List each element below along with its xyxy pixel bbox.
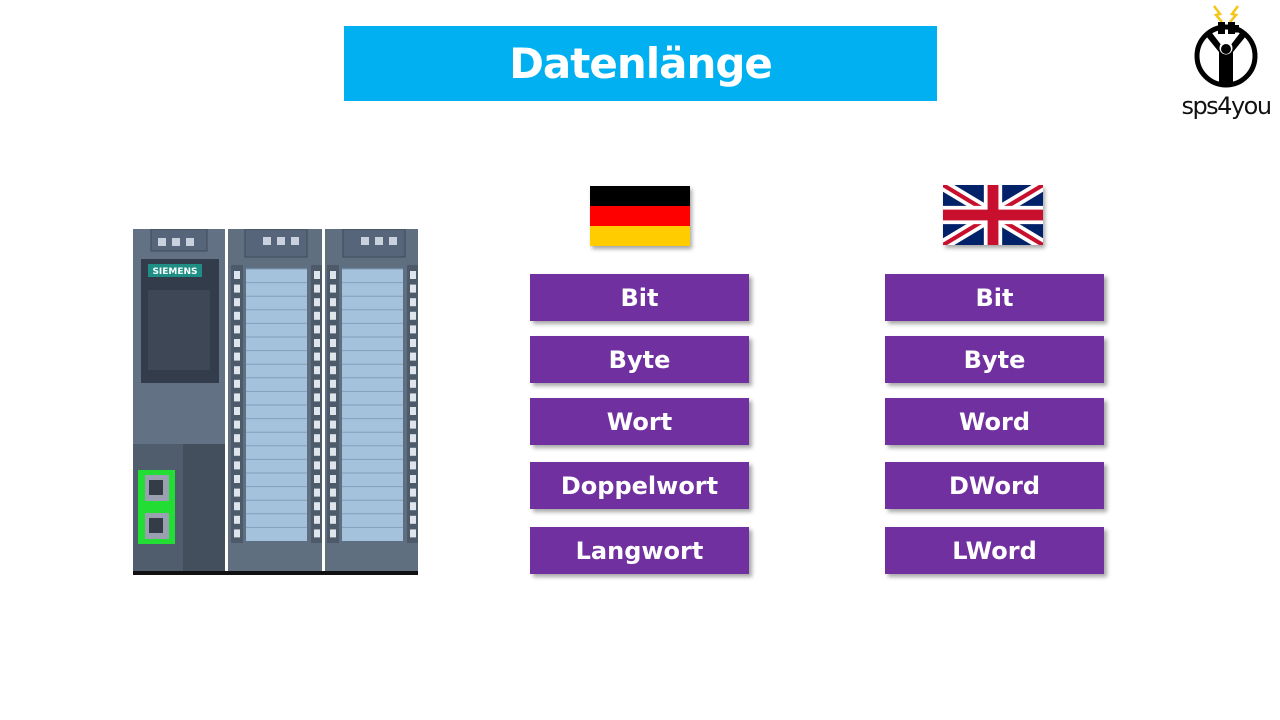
term-en-bit[interactable]: Bit — [885, 274, 1104, 321]
term-en-byte[interactable]: Byte — [885, 336, 1104, 383]
io-module-2 — [325, 228, 418, 573]
logo-icon — [1194, 5, 1258, 88]
cpu-module: SIEMENS — [133, 228, 225, 573]
term-de-byte[interactable]: Byte — [530, 336, 749, 383]
term-de-bit[interactable]: Bit — [530, 274, 749, 321]
siemens-label: SIEMENS — [152, 267, 197, 277]
sps4you-logo: sps4you — [1176, 4, 1276, 124]
title-banner: Datenlänge — [344, 26, 937, 101]
uk-flag-icon — [939, 179, 1047, 251]
plc-device-image: SIEMENS — [133, 228, 418, 575]
term-de-langwort[interactable]: Langwort — [530, 527, 749, 574]
page-title: Datenlänge — [509, 39, 773, 88]
germany-flag-icon — [590, 186, 690, 246]
term-en-lword[interactable]: LWord — [885, 527, 1104, 574]
logo-text: sps4you — [1181, 92, 1272, 120]
io-module-1 — [228, 228, 323, 573]
term-en-word[interactable]: Word — [885, 398, 1104, 445]
term-de-wort[interactable]: Wort — [530, 398, 749, 445]
term-en-dword[interactable]: DWord — [885, 462, 1104, 509]
term-de-doppelwort[interactable]: Doppelwort — [530, 462, 749, 509]
